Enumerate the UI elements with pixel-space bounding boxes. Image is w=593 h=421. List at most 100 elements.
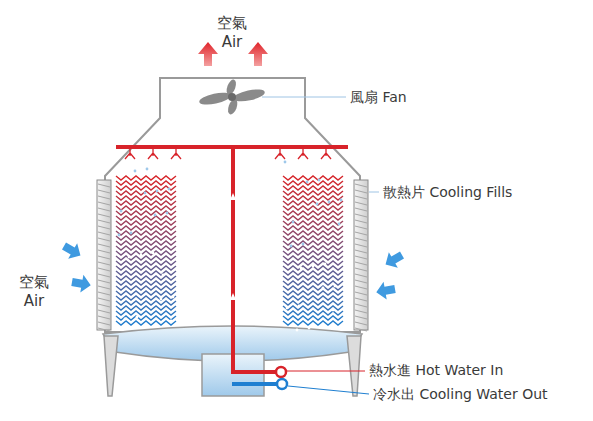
louver-slat — [355, 316, 367, 319]
louver-slat — [355, 286, 367, 289]
louver-slat — [98, 250, 110, 253]
water-drop — [118, 234, 121, 237]
fill-wave — [283, 241, 343, 245]
louver-slat — [98, 280, 110, 283]
fill-wave — [116, 216, 176, 220]
cold-leader — [288, 386, 369, 394]
louver-slat — [98, 196, 110, 199]
fill-wave — [283, 311, 343, 315]
fill-wave — [116, 301, 176, 305]
spray-nozzle — [275, 149, 285, 159]
water-drop — [324, 263, 327, 266]
fill-wave — [283, 321, 343, 325]
air-in-arrows — [60, 238, 407, 301]
cold-water-pipe — [232, 382, 277, 386]
water-drop — [334, 285, 337, 288]
fill-wave — [283, 181, 343, 185]
louver-slat — [355, 298, 367, 301]
louver-slat — [355, 196, 367, 199]
left-louver — [97, 180, 111, 330]
fill-wave — [116, 296, 176, 300]
fill-wave — [116, 186, 176, 190]
spray-nozzles — [125, 149, 331, 159]
louver-slat — [355, 220, 367, 223]
fill-wave — [116, 181, 176, 185]
fill-wave — [116, 261, 176, 265]
fill-wave — [116, 241, 176, 245]
fill-wave — [283, 296, 343, 300]
label: 散熱片 Cooling Fills — [383, 184, 512, 202]
water-drop — [328, 201, 331, 204]
riser-pipe — [233, 147, 276, 372]
water-drop — [152, 252, 155, 255]
fill-wave — [116, 211, 176, 215]
louver-slat — [98, 322, 110, 325]
water-drop — [332, 309, 335, 312]
fill-wave — [116, 206, 176, 210]
water-drop — [120, 210, 123, 213]
cold-water-outlet — [277, 379, 287, 389]
louver-slat — [98, 304, 110, 307]
water-drop — [306, 181, 309, 184]
water-drop — [166, 212, 169, 215]
water-drop — [312, 265, 315, 268]
fill-wave — [116, 191, 176, 195]
fill-wave — [283, 261, 343, 265]
louver-slat — [98, 298, 110, 301]
hot-leader — [287, 371, 365, 372]
fill-wave — [283, 256, 343, 260]
spray-nozzle — [125, 149, 135, 159]
water-drop — [160, 298, 163, 301]
fill-wave — [116, 236, 176, 240]
water-drop — [300, 267, 303, 270]
fill-wave — [283, 291, 343, 295]
louver-slat — [355, 214, 367, 217]
water-drop — [124, 318, 127, 321]
fill-wave — [116, 286, 176, 290]
louver-slat — [98, 220, 110, 223]
louver-slat — [98, 286, 110, 289]
label: 冷水出 Cooling Water Out — [373, 386, 548, 404]
water-drop — [308, 327, 311, 330]
louver-slat — [355, 328, 367, 331]
water-drop — [146, 168, 149, 171]
fill-wave — [283, 226, 343, 230]
louver-slat — [355, 184, 367, 187]
water-drop — [168, 188, 171, 191]
fill-wave — [283, 206, 343, 210]
water-drop — [134, 170, 137, 173]
louver-slat — [355, 274, 367, 277]
air-out-arrow — [198, 42, 218, 66]
water-drop — [130, 232, 133, 235]
fill-wave — [116, 321, 176, 325]
fill-wave — [283, 186, 343, 190]
water-drop — [292, 221, 295, 224]
fill-wave — [116, 256, 176, 260]
louver-slat — [98, 274, 110, 277]
fill-wave — [116, 266, 176, 270]
water-drop — [298, 305, 301, 308]
louver-slat — [355, 322, 367, 325]
water-drop — [318, 179, 321, 182]
fill-wave — [116, 306, 176, 310]
water-drop — [136, 316, 139, 319]
louver-slat — [98, 214, 110, 217]
louver-slat — [355, 304, 367, 307]
louver-slat — [98, 256, 110, 259]
fill-wave — [116, 231, 176, 235]
louver-slat — [98, 202, 110, 205]
fill-wave — [283, 196, 343, 200]
riser-flow-arrows — [230, 193, 236, 300]
fill-leader — [369, 192, 379, 193]
fill-wave — [116, 201, 176, 205]
louver-slat — [355, 256, 367, 259]
water-drop — [140, 254, 143, 257]
louver-slat — [98, 244, 110, 247]
water-drop — [150, 276, 153, 279]
water-drop — [286, 307, 289, 310]
fill-wave — [283, 251, 343, 255]
louver-slat — [98, 262, 110, 265]
label: 風扇 Fan — [350, 89, 407, 107]
water-drop — [170, 320, 173, 323]
fill-wave — [116, 276, 176, 280]
